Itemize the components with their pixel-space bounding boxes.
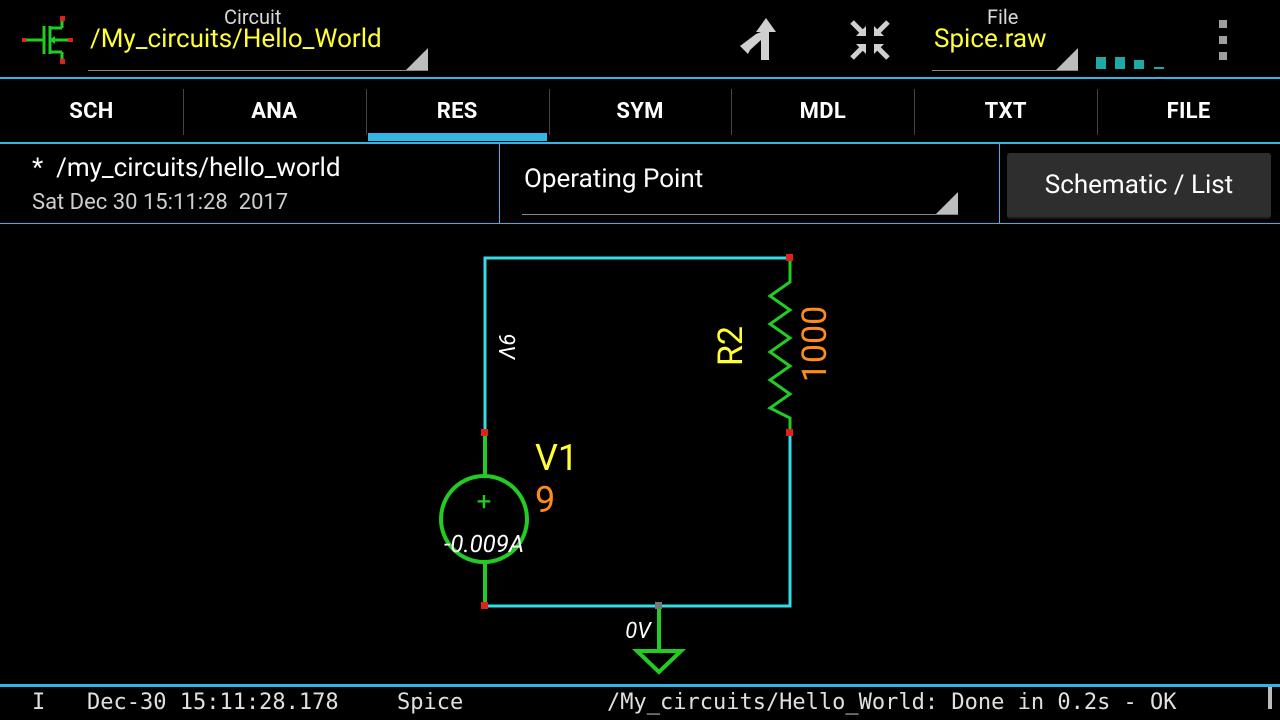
status-level: I	[32, 690, 46, 715]
action-bar-divider	[0, 77, 1280, 79]
info-row-divider	[0, 223, 1280, 224]
file-caption: File	[987, 5, 1019, 29]
tab-file[interactable]: FILE	[1097, 79, 1280, 143]
analysis-type: Operating Point	[524, 164, 704, 194]
v1-value: 9	[535, 479, 555, 521]
route-arrow-icon[interactable]	[736, 16, 780, 64]
status-timestamp: Dec-30 15:11:28.178	[87, 690, 339, 715]
result-circuit-name: * /my_circuits/hello_world	[32, 153, 341, 183]
dropdown-corner-icon	[936, 192, 958, 214]
schematic-list-button[interactable]: Schematic / List	[1007, 153, 1271, 219]
fit-to-screen-icon[interactable]	[846, 16, 894, 64]
menu-dot	[1219, 36, 1227, 44]
tab-bar: SCH ANA RES SYM MDL TXT FILE	[0, 79, 1280, 143]
tab-txt[interactable]: TXT	[914, 79, 1097, 143]
menu-dot	[1219, 20, 1227, 28]
spinner-underline	[522, 214, 958, 215]
status-message: /My_circuits/Hello_World: Done in 0.2s -…	[607, 690, 1177, 715]
status-bar-divider	[0, 684, 1280, 687]
v1-plus-sign: +	[477, 487, 492, 517]
file-spinner[interactable]: Spice.raw	[932, 22, 1080, 74]
circuit-caption: Circuit	[224, 5, 282, 29]
menu-dot	[1219, 52, 1227, 60]
resistor-r2[interactable]: R2 1000	[711, 254, 835, 436]
wires	[483, 256, 792, 608]
overflow-menu-icon[interactable]	[1214, 18, 1232, 64]
tab-ana[interactable]: ANA	[182, 79, 366, 143]
r2-value: 1000	[795, 306, 835, 382]
voltage-source-v1[interactable]: + V1 9 -0.009A	[439, 429, 578, 609]
circuit-path: /My_circuits/Hello_World	[90, 24, 382, 54]
circuit-spinner[interactable]: /My_circuits/Hello_World	[88, 22, 430, 74]
tab-sch[interactable]: SCH	[69, 98, 114, 124]
node-voltage-ground: 0V	[625, 619, 652, 644]
action-bar: Circuit /My_circuits/Hello_World File Sp…	[0, 0, 1280, 78]
ground-symbol[interactable]: 0V	[625, 602, 686, 675]
status-bar: I Dec-30 15:11:28.178 Spice /My_circuits…	[0, 687, 1280, 720]
tab-sym[interactable]: SYM	[548, 79, 732, 143]
dropdown-corner-icon	[406, 48, 428, 70]
info-separator	[999, 144, 1000, 223]
status-source: Spice	[397, 690, 464, 715]
file-name: Spice.raw	[934, 24, 1047, 54]
schematic-canvas[interactable]: R2 1000 + V1 9 -0.009A 9V 0V	[0, 225, 1280, 685]
status-scrollbar[interactable]	[1268, 687, 1272, 709]
spinner-underline	[88, 70, 428, 71]
dropdown-corner-icon	[1056, 48, 1078, 70]
v1-name: V1	[535, 437, 578, 479]
result-timestamp: Sat Dec 30 15:11:28 2017	[32, 190, 289, 215]
info-separator	[499, 144, 500, 223]
tab-bar-divider	[0, 142, 1280, 144]
spinner-underline	[932, 70, 1078, 71]
tab-mdl[interactable]: MDL	[731, 79, 914, 143]
tab-res[interactable]: RES	[365, 79, 549, 143]
signal-bars-icon	[1096, 54, 1170, 70]
app-logo-icon[interactable]	[22, 14, 76, 66]
node-voltage-top: 9V	[493, 333, 518, 360]
v1-current: -0.009A	[444, 530, 524, 558]
analysis-spinner[interactable]: Operating Point	[522, 152, 960, 216]
r2-name: R2	[711, 326, 751, 366]
